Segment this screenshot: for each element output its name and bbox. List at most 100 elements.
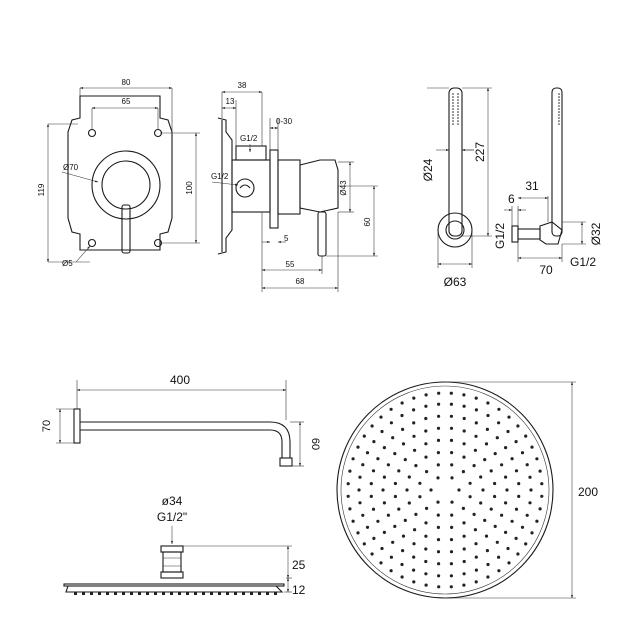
dim-31-label: 31 (525, 179, 539, 193)
nozzle-dot (479, 475, 483, 479)
dim-12-label: 12 (292, 583, 306, 597)
nozzle-dot (558, 114, 560, 116)
dim-dia24-label: Ø24 (421, 158, 435, 181)
nozzle-tooth (274, 592, 277, 595)
nozzle-dot (507, 415, 511, 419)
nozzle-tooth (202, 592, 205, 595)
nozzle-dot (462, 442, 466, 446)
nozzle-dot (400, 401, 404, 405)
nozzle-dot (418, 481, 422, 485)
shower-head-top-edge (63, 583, 285, 587)
nozzle-dot (472, 512, 476, 517)
nozzle-dot (558, 105, 560, 107)
nozzle-dot (493, 494, 497, 499)
nozzle-dot (462, 534, 466, 538)
nozzle-dot (558, 108, 560, 110)
hand-shower-holder-inner (445, 220, 465, 240)
dim-70-label: 70 (539, 263, 553, 277)
nozzle-dot (412, 421, 416, 425)
nozzle-dot (413, 528, 417, 532)
nozzle-dot (386, 463, 390, 467)
nozzle-dot (474, 421, 478, 425)
nozzle-dot (365, 451, 370, 455)
nozzle-dot (524, 542, 528, 546)
nozzle-dot (393, 524, 397, 529)
nozzle-tooth (266, 592, 269, 595)
nozzle-dot (414, 512, 418, 517)
nozzle-dot (473, 528, 477, 532)
nozzle-dot (457, 99, 459, 101)
nozzle-dot (535, 457, 539, 461)
nozzle-dot (462, 583, 466, 587)
nozzle-dot (381, 488, 385, 492)
holder-flange (511, 225, 519, 243)
nozzle-dot (424, 404, 428, 408)
nozzle-tooth (138, 592, 141, 595)
shower-arm-view: 400 70 60 (41, 373, 321, 467)
nozzle-dot (558, 111, 560, 113)
nozzle-dot (452, 96, 454, 98)
dim-5-label: 5 (284, 234, 289, 243)
nozzle-dot (356, 531, 360, 535)
dim-g12-vertical-label: G1/2 (493, 223, 507, 249)
nozzle-dot (372, 536, 376, 541)
nozzle-dot (500, 513, 504, 517)
nozzle-dot (362, 434, 366, 438)
nozzle-dot (401, 442, 406, 446)
dim-65-label: 65 (122, 97, 131, 106)
nozzle-dot (391, 540, 395, 544)
mixer-lever (121, 204, 131, 254)
nozzle-dot (400, 575, 404, 579)
nozzle-dot (393, 481, 397, 486)
nozzle-dot (462, 404, 466, 408)
nozzle-tooth (154, 592, 157, 595)
nozzle-dot (386, 513, 390, 517)
nozzle-dot (500, 463, 504, 467)
nozzle-dot (405, 488, 409, 492)
nozzle-dot (528, 501, 532, 505)
nozzle-dot (379, 415, 383, 419)
head-connector-base (160, 571, 184, 579)
dim-60-label: 60 (363, 217, 372, 226)
nozzle-dot (452, 117, 454, 119)
nozzle-dot (348, 507, 352, 511)
nozzle-dot (450, 463, 454, 467)
nozzle-dot (449, 550, 454, 554)
nozzle-dot (450, 525, 454, 530)
nozzle-dot (452, 105, 454, 107)
nozzle-dot (514, 507, 519, 511)
shower-head-plate (65, 585, 284, 593)
nozzle-tooth (170, 592, 173, 595)
nozzle-dot (382, 475, 386, 479)
nozzle-dot (485, 427, 489, 431)
mounting-plate (67, 95, 173, 251)
nozzle-dot (495, 436, 499, 440)
nozzle-dot (461, 470, 465, 474)
nozzle-dot (514, 469, 519, 473)
nozzle-dot (558, 96, 560, 98)
nozzle-tooth (242, 592, 245, 595)
nozzle-dot (486, 575, 490, 579)
nozzle-tooth (146, 592, 149, 595)
nozzle-dot (493, 524, 497, 529)
shower-arm (80, 421, 291, 458)
nozzle-tooth (122, 592, 125, 595)
nozzle-dot (450, 500, 454, 504)
nozzle-dot (424, 442, 428, 446)
nozzle-dot (462, 455, 466, 459)
nozzle-dot (424, 429, 428, 433)
dim-70-arm-label: 70 (41, 420, 53, 432)
nozzle-dot (382, 530, 386, 535)
dim-100-label: 100 (185, 181, 194, 195)
nozzle-dot (457, 108, 459, 110)
shower-head-side-view: ø34 G1/2" 25 12 (63, 494, 306, 597)
nozzle-dot (457, 488, 461, 492)
nozzle-dot (346, 482, 350, 486)
nozzle-dot (452, 108, 454, 110)
nozzle-dot (510, 457, 514, 461)
nozzle-dot (462, 547, 466, 551)
nozzle-dot (530, 531, 534, 535)
nozzle-dot (400, 562, 404, 567)
nozzle-dot (397, 507, 401, 511)
nozzle-dot (535, 519, 539, 523)
